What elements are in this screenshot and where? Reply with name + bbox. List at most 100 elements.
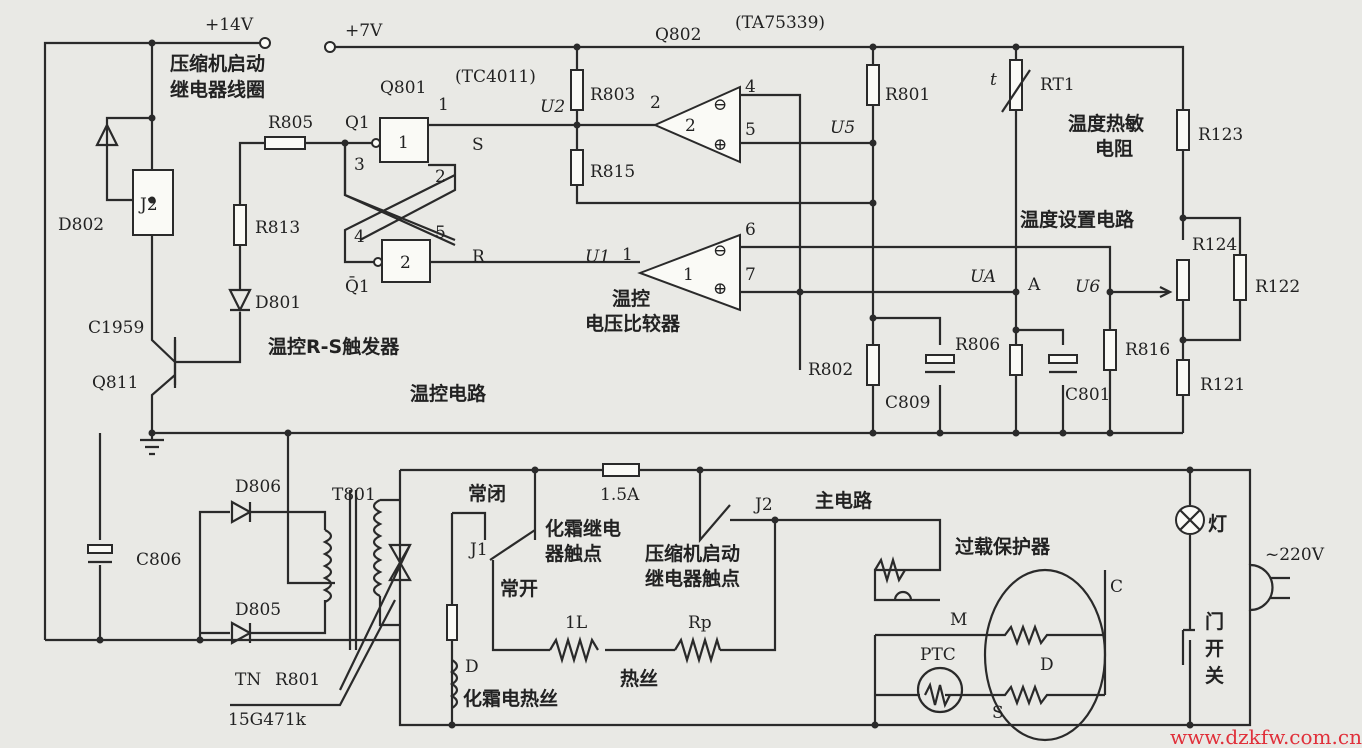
resistor-r815 [570,149,584,186]
label-14v: +14V [205,15,254,35]
label-motor-m: M [950,610,967,630]
resistor-r802 [866,344,880,386]
label-ua: UA [970,267,996,287]
label-d802: D802 [58,215,104,235]
label-r801-varistor: R801 [275,670,320,690]
label-temp-setting: 温度设置电路 [1020,208,1135,231]
label-d805: D805 [235,600,281,620]
label-j2-contact: J2 [753,495,773,515]
label-relay-coil-2: 继电器线圈 [170,78,265,101]
label-u6: U6 [1075,277,1100,297]
comp2-pin4: 4 [745,77,756,97]
ptc-zigzag [924,681,951,709]
diode-d801 [228,288,252,313]
label-no: 常开 [500,577,538,600]
ptc-starter [916,666,964,714]
label-rp: Rp [688,613,712,633]
label-j2-coil: J2 [138,195,158,215]
overload-protector [874,556,913,601]
label-thermistor-2: 电阻 [1095,137,1133,160]
resistor-r806 [1009,344,1023,376]
wires-lower [45,433,1252,727]
label-heater-wire: 热丝 [620,667,658,690]
heater-rp [674,636,722,664]
label-r124: R124 [1192,235,1237,255]
label-overload: 过载保护器 [955,535,1051,558]
comp2-pin5: 5 [745,120,756,140]
power-plug-icon [1248,563,1290,612]
pin-2: 2 [435,167,446,187]
pin-3: 3 [354,155,365,175]
label-q1-bar: Q̄1 [345,275,370,297]
label-nc: 常闭 [468,482,506,505]
comp2-minus: ⊖ [713,95,727,115]
relay-coil-j2 [132,169,174,236]
label-q811: Q811 [92,373,138,393]
label-rs-trigger: 温控R-S触发器 [268,335,400,358]
label-thermistor-1: 温度热敏 [1068,112,1144,135]
label-motor-c: C [1110,577,1123,597]
label-tn: TN [235,670,261,690]
label-d806: D806 [235,477,281,497]
label-main-circuit: 主电路 [815,489,873,512]
label-u1: U1 [585,247,610,267]
label-c801: C801 [1065,385,1110,405]
gate-1-label: 1 [398,133,409,153]
lamp-cross [1179,509,1201,531]
label-r803: R803 [590,85,635,105]
label-j1: J1 [468,540,488,560]
label-door-switch-1: 门 [1205,610,1224,633]
label-u5: U5 [830,118,855,138]
label-a: A [1027,275,1041,295]
label-comparator-1: 温控 [612,287,650,310]
label-r815: R815 [590,162,635,182]
comp1-pin7: 7 [745,265,756,285]
resistor-r803 [570,69,584,111]
label-r805: R805 [268,113,313,133]
pin-5: 5 [435,223,446,243]
watermark: www.dzkfw.com.cn [1170,725,1362,748]
varistor-leader [230,599,396,707]
comp2-label: 2 [685,116,696,136]
label-comparator-2: 电压比较器 [585,312,681,335]
inverter-bubble-1 [371,138,381,148]
comparator-2 [652,85,741,164]
label-lamp: 灯 [1208,513,1227,535]
label-defrost-contact-1: 化霜继电 [545,517,621,540]
varistor-r801 [339,543,412,691]
label-r816: R816 [1125,340,1170,360]
label-c809: C809 [885,393,930,413]
label-r123: R123 [1198,125,1243,145]
resistor-r121 [1176,359,1190,396]
label-1l: 1L [565,613,587,633]
label-r121: R121 [1200,375,1245,395]
comp1-label: 1 [683,265,694,285]
comp1-minus: ⊖ [713,241,727,261]
comp2-plus: ⊕ [713,135,727,155]
terminal-14v [259,37,271,49]
resistor-r801 [866,64,880,106]
label-rt-t: t [990,70,997,90]
potentiometer-r124 [1176,259,1190,301]
gate-2-label: 2 [400,253,411,273]
pin-4: 4 [354,227,365,247]
label-220v: ~220V [1265,545,1325,565]
label-rt1: RT1 [1040,75,1075,95]
resistor-r813 [233,204,247,246]
door-switch [1181,628,1195,665]
diode-d802 [95,122,119,147]
label-d-heater: D [465,657,479,677]
label-compressor-contact-1: 压缩机启动 [645,542,740,565]
label-q801: Q801 [380,78,426,98]
comp2-pin2: 2 [650,93,661,113]
label-ptc: PTC [920,645,956,665]
heater-1l [549,636,599,664]
resistor-r805 [264,136,306,150]
label-compressor-contact-2: 继电器触点 [645,567,740,590]
capacitor-c801 [1048,354,1078,364]
label-7v: +7V [345,21,383,41]
thermistor-rt1 [1009,59,1023,111]
comp1-plus: ⊕ [713,279,727,299]
pin-1: 1 [438,95,449,115]
